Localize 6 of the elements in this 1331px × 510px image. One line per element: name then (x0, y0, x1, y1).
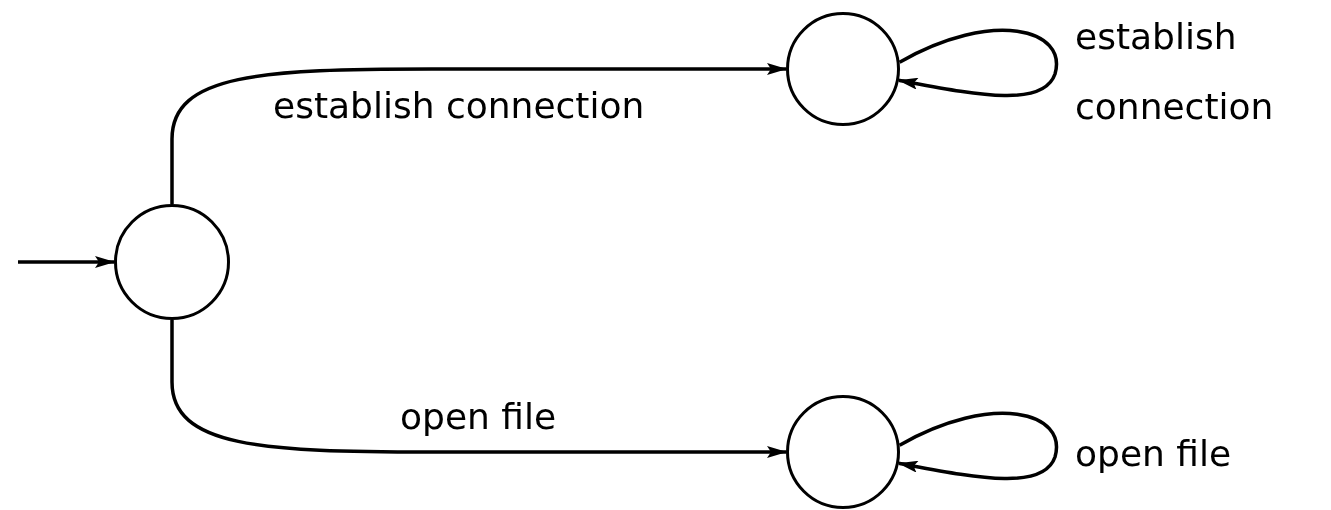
edge-label: establish connection (1075, 15, 1275, 129)
self-loop-arrow (897, 411, 1059, 481)
self-loop-arrow (897, 28, 1059, 98)
arrow (170, 320, 787, 458)
arrow (18, 256, 115, 268)
arrow (170, 63, 787, 204)
